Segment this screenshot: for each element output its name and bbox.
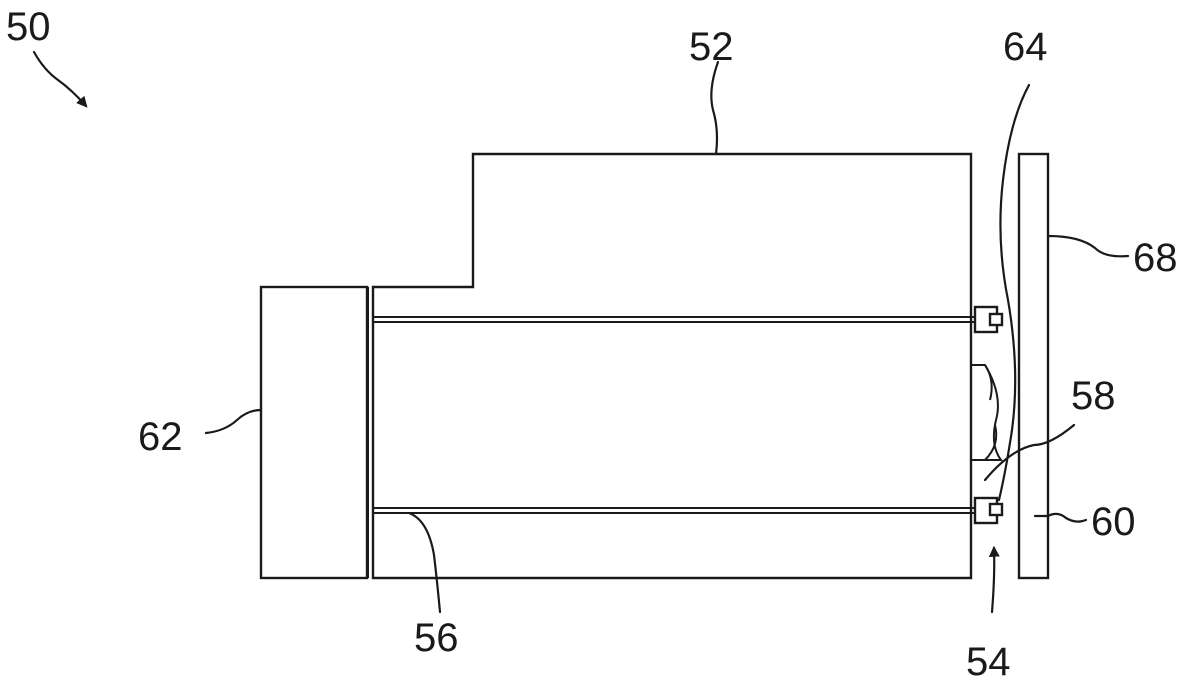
housing-52	[371, 152, 973, 580]
leader-54	[988, 545, 1000, 614]
leader-68	[1046, 234, 1130, 258]
label-64: 64	[1003, 25, 1048, 69]
label-54: 54	[966, 640, 1011, 683]
label-58: 58	[1071, 374, 1116, 418]
upper-rod	[373, 305, 1004, 334]
plate-68	[1017, 152, 1050, 580]
label-68: 68	[1133, 236, 1178, 280]
leader-52	[710, 60, 720, 156]
leader-58	[983, 423, 1076, 482]
end-block-62	[259, 285, 369, 580]
leader-56	[407, 511, 442, 614]
label-50: 50	[6, 5, 51, 49]
leader-50	[32, 50, 88, 108]
leader-60	[1033, 512, 1088, 523]
lower-rod-56	[373, 496, 1004, 525]
flex-lead-64	[997, 83, 1031, 502]
label-60: 60	[1091, 500, 1136, 544]
label-56: 56	[414, 616, 459, 660]
label-52: 52	[689, 25, 734, 69]
label-62: 62	[138, 415, 183, 459]
leader-62	[204, 408, 263, 435]
spring-58	[971, 364, 1003, 461]
